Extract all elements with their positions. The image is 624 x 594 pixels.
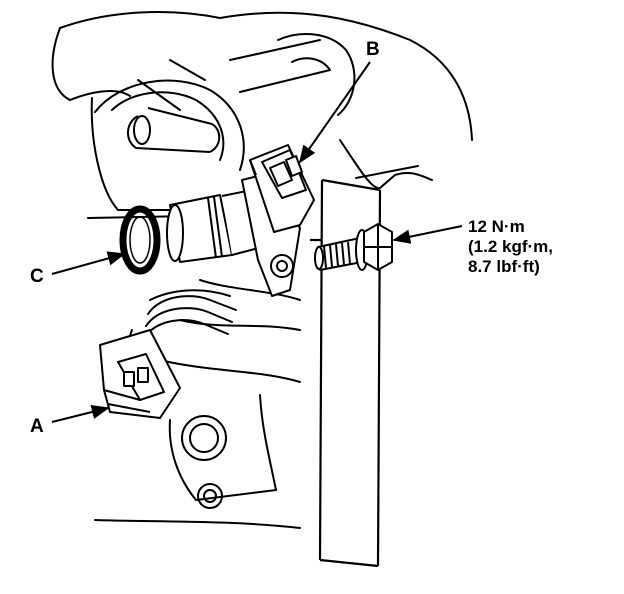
- harness-connector: [99, 329, 181, 419]
- torque-spec-line1: 12 N·m: [468, 217, 525, 236]
- o-ring: [119, 205, 161, 275]
- engine-block: [51, 11, 473, 529]
- pipe-stub: [127, 107, 221, 153]
- arrow-a: [51, 404, 110, 423]
- callout-c: C: [30, 266, 44, 287]
- callout-a: A: [30, 416, 44, 437]
- callout-b: B: [366, 39, 380, 60]
- leader-lines: [51, 61, 463, 423]
- bolt: [314, 223, 393, 271]
- arrow-torque: [392, 225, 463, 244]
- arrow-b: [298, 61, 371, 164]
- torque-spec-line3: 8.7 lbf·ft): [468, 257, 540, 276]
- sensor: [166, 144, 315, 297]
- torque-spec-line2: (1.2 kgf·m,: [468, 237, 553, 256]
- arrow-c: [51, 251, 126, 275]
